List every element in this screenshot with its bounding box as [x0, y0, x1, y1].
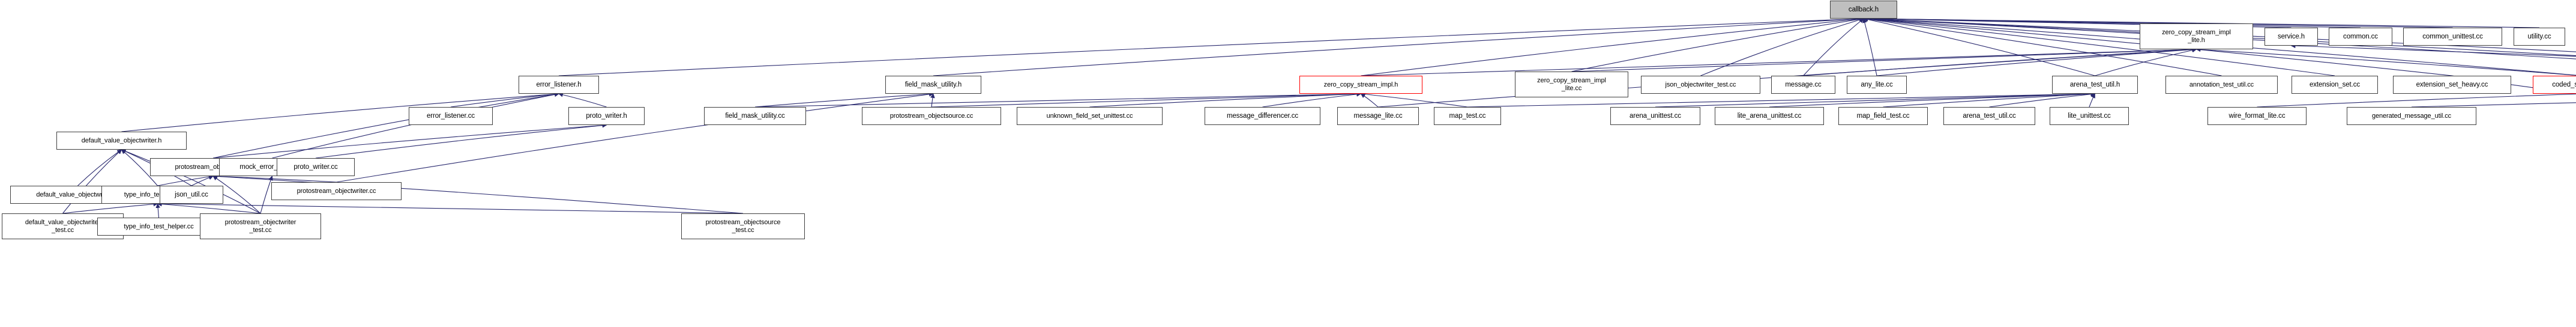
graph-edge	[450, 91, 559, 108]
graph-edge	[2195, 47, 2576, 76]
graph-node-lite-arena-unittest-cc[interactable]: lite_arena_unittest.cc	[1715, 107, 1824, 125]
graph-node-type-info-test-helper-cc[interactable]: type_info_test_helper.cc	[97, 218, 220, 236]
graph-node-default-value-objectwriter-h[interactable]: default_value_objectwriter.h	[56, 132, 187, 150]
graph-edge	[1700, 17, 1864, 76]
graph-edge	[272, 92, 559, 159]
graph-node-proto-writer-cc[interactable]: proto_writer.cc	[277, 158, 355, 176]
graph-edge	[2257, 93, 2576, 108]
graph-node-proto-writer-h[interactable]: proto_writer.h	[568, 107, 645, 125]
graph-node-field-mask-utility-h[interactable]: field_mask_utility.h	[885, 76, 981, 94]
graph-edge	[931, 91, 1362, 108]
graph-node-zero-copy-stream-impl-lite-h[interactable]: zero_copy_stream_impl _lite.h	[2140, 23, 2253, 49]
graph-node-field-mask-utility-cc[interactable]: field_mask_utility.cc	[704, 107, 806, 125]
graph-node-message-lite-cc[interactable]: message_lite.cc	[1337, 107, 1419, 125]
graph-node-message-cc[interactable]: message.cc	[1771, 76, 1835, 94]
graph-node-annotation-test-util-cc[interactable]: annotation_test_util.cc	[2165, 76, 2278, 94]
graph-node-service-h[interactable]: service.h	[2265, 28, 2318, 46]
graph-node-coded-stream-inl-h[interactable]: coded_stream_inl.h	[2533, 76, 2576, 94]
graph-node-common-cc[interactable]: common.cc	[2329, 28, 2392, 46]
graph-node-unknown-field-set-unittest-cc[interactable]: unknown_field_set_unittest.cc	[1017, 107, 1163, 125]
graph-node-json-objectwriter-test-cc[interactable]: json_objectwriter_test.cc	[1641, 76, 1760, 94]
graph-node-protostream-objectwriter-test-cc[interactable]: protostream_objectwriter _test.cc	[200, 213, 321, 239]
graph-edge	[1863, 17, 2095, 76]
graph-node-extension-set-heavy-cc[interactable]: extension_set_heavy.cc	[2393, 76, 2511, 94]
graph-node-map-field-test-cc[interactable]: map_field_test.cc	[1838, 107, 1928, 125]
graph-edge	[1876, 47, 2197, 76]
graph-node-error-listener-h[interactable]: error_listener.h	[519, 76, 599, 94]
graph-edge	[2411, 102, 2576, 108]
graph-node-json-util-cc[interactable]: json_util.cc	[160, 186, 223, 204]
graph-edge	[77, 149, 122, 186]
graph-node-protostream-objectsource-cc[interactable]: protostream_objectsource.cc	[862, 107, 1001, 125]
graph-edge	[558, 16, 1864, 76]
graph-edge	[1862, 18, 1877, 76]
graph-node-protostream-objectwriter-cc[interactable]: protostream_objectwriter.cc	[271, 182, 402, 200]
graph-edge	[2290, 43, 2576, 57]
graph-edge	[1803, 18, 1864, 76]
graph-node-generated-message-util-cc[interactable]: generated_message_util.cc	[2347, 107, 2476, 125]
graph-node-any-lite-cc[interactable]: any_lite.cc	[1847, 76, 1907, 94]
graph-edge	[1769, 91, 2096, 108]
graph-edge	[212, 92, 559, 159]
graph-edge	[1571, 47, 2197, 72]
graph-edge	[191, 175, 214, 186]
graph-edge	[1360, 93, 1379, 108]
graph-edge	[933, 16, 1864, 76]
graph-node-error-listener-cc[interactable]: error_listener.cc	[409, 107, 493, 125]
graph-node-map-test-cc[interactable]: map_test.cc	[1434, 107, 1501, 125]
graph-node-extension-set-cc[interactable]: extension_set.cc	[2292, 76, 2378, 94]
graph-edge	[1360, 91, 1468, 108]
graph-edge	[1361, 16, 1864, 76]
graph-edge	[2095, 47, 2197, 76]
graph-edge	[62, 201, 158, 214]
graph-edge	[1863, 16, 2197, 24]
graph-node-zero-copy-stream-impl-h[interactable]: zero_copy_stream_impl.h	[1299, 76, 1422, 94]
graph-edge	[157, 201, 261, 214]
graph-edge	[1803, 47, 2197, 76]
graph-edge	[1262, 91, 1362, 108]
graph-edge	[260, 176, 273, 214]
graph-edge	[1655, 91, 2096, 108]
graph-edge	[1361, 47, 2197, 76]
graph-edge	[1571, 17, 1864, 72]
graph-edge	[2089, 93, 2095, 108]
graph-edge	[212, 123, 607, 159]
graph-edge	[1883, 91, 2096, 108]
graph-node-arena-test-util-h[interactable]: arena_test_util.h	[2052, 76, 2138, 94]
graph-edge	[930, 93, 935, 108]
graph-edge	[157, 174, 214, 186]
graph-node-arena-test-util-cc[interactable]: arena_test_util.cc	[1943, 107, 2035, 125]
graph-node-utility-cc[interactable]: utility.cc	[2514, 28, 2565, 46]
graph-edge	[157, 201, 744, 214]
graph-node-common-unittest-cc[interactable]: common_unittest.cc	[2403, 28, 2502, 46]
graph-edge	[754, 91, 1362, 108]
graph-node-zero-copy-stream-impl-lite-cc[interactable]: zero_copy_stream_impl _lite.cc	[1515, 72, 1628, 97]
graph-edge	[1989, 91, 2096, 108]
graph-edge	[62, 149, 122, 214]
graph-node-callback-h[interactable]: callback.h	[1830, 1, 1897, 19]
graph-edge	[155, 203, 161, 218]
graph-edge	[212, 174, 337, 183]
graph-node-wire-format-lite-cc[interactable]: wire_format_lite.cc	[2207, 107, 2307, 125]
graph-node-message-differencer-cc[interactable]: message_differencer.cc	[1205, 107, 1320, 125]
graph-node-lite-unittest-cc[interactable]: lite_unittest.cc	[2050, 107, 2129, 125]
graph-edge	[315, 123, 607, 159]
graph-edge	[754, 91, 934, 108]
graph-edge	[1089, 91, 1362, 108]
graph-node-protostream-objectsource-test-cc[interactable]: protostream_objectsource _test.cc	[681, 213, 805, 239]
graph-node-arena-unittest-cc[interactable]: arena_unittest.cc	[1610, 107, 1700, 125]
graph-edge	[121, 91, 559, 132]
graph-edge	[1863, 16, 2361, 28]
graph-edge	[558, 92, 607, 108]
